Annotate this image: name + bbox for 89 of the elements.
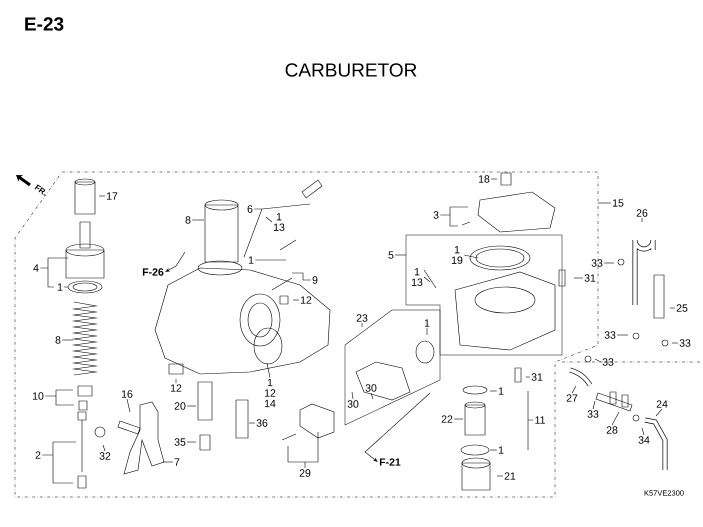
leader-line xyxy=(266,216,272,222)
leader-line xyxy=(490,390,498,392)
callout-number: 12 xyxy=(300,296,312,304)
callout-number: 1 13 xyxy=(412,268,422,286)
leader-line xyxy=(616,334,628,336)
leader-line xyxy=(64,286,68,288)
leader-line xyxy=(526,376,530,378)
callout-number: 1 xyxy=(498,446,504,454)
callout-number: 35 xyxy=(174,438,186,446)
callout-number: 5 xyxy=(388,251,394,259)
leader-line xyxy=(364,392,430,462)
leader-line xyxy=(42,442,76,484)
callout-number: 2 xyxy=(36,451,40,459)
leader-line xyxy=(594,358,602,362)
leader-line xyxy=(244,204,310,258)
callout-number: 27 xyxy=(566,394,578,402)
leader-line xyxy=(592,400,596,410)
leader-line xyxy=(440,206,468,226)
leader-line xyxy=(288,432,318,468)
leader-line xyxy=(266,362,270,378)
callout-number: 12 xyxy=(170,384,182,392)
callout-number: 26 xyxy=(636,209,648,217)
callout-number: 36 xyxy=(256,419,268,427)
callout-number: 23 xyxy=(356,314,368,322)
leader-line xyxy=(672,342,678,344)
callout-number: 29 xyxy=(300,469,310,477)
leader-line xyxy=(424,276,430,282)
callout-number: 20 xyxy=(174,402,186,410)
callout-number: 6 xyxy=(248,205,252,213)
callout-number: F-26 xyxy=(142,268,164,276)
leader-line xyxy=(44,390,74,406)
callout-number: 15 xyxy=(612,199,624,207)
callout-number: 1 xyxy=(424,319,430,327)
callout-number: F-21 xyxy=(380,458,400,466)
callout-number: 21 xyxy=(504,472,516,480)
callout-number: 28 xyxy=(606,426,618,434)
callout-number: 34 xyxy=(638,436,650,444)
leader-line xyxy=(604,262,614,264)
callout-number: 1 xyxy=(498,387,504,395)
callout-number: 32 xyxy=(100,452,110,460)
callout-number: 10 xyxy=(32,392,44,400)
callout-number: 33 xyxy=(592,259,602,267)
leader-line xyxy=(102,444,106,452)
callout-number: 30 xyxy=(366,384,376,392)
direction-label: FR. xyxy=(34,184,46,196)
callout-number: 30 xyxy=(348,400,358,408)
diagram-title: CARBURETOR xyxy=(286,63,416,77)
leader-line xyxy=(426,328,428,336)
leader-line xyxy=(528,390,534,450)
callout-number: 8 xyxy=(56,336,60,344)
callout-number: 8 xyxy=(186,216,190,224)
callout-number: 11 xyxy=(535,416,545,424)
leader-line xyxy=(490,178,498,180)
page-number: E-23 xyxy=(25,17,64,31)
callout-number: 31 xyxy=(532,373,542,381)
callout-number: 24 xyxy=(656,400,668,408)
leader-line xyxy=(656,408,662,416)
callout-number: 25 xyxy=(676,304,688,312)
callout-number: 17 xyxy=(106,192,118,200)
callout-number: 33 xyxy=(588,410,598,418)
callout-number: 4 xyxy=(33,264,39,272)
callout-number: 9 xyxy=(312,276,318,284)
leader-line xyxy=(394,254,406,256)
leader-line xyxy=(352,392,354,400)
leader-line xyxy=(642,428,644,436)
callout-number: 1 xyxy=(248,256,254,264)
callout-number: 33 xyxy=(680,339,690,347)
leader-line xyxy=(598,202,612,204)
leader-line xyxy=(572,386,576,394)
callout-number: 33 xyxy=(604,331,616,339)
leader-line xyxy=(454,418,464,420)
leader-line xyxy=(292,272,312,280)
leader-line xyxy=(248,422,256,424)
callout-number: 7 xyxy=(174,458,180,466)
callout-number: 18 xyxy=(478,175,490,183)
leader-line xyxy=(464,254,478,258)
callout-number: 1 12 14 xyxy=(264,378,276,408)
leader-line xyxy=(126,398,130,412)
callout-number: 16 xyxy=(122,390,132,398)
callout-number: 3 xyxy=(433,211,438,219)
leader-line xyxy=(370,392,374,400)
callout-number: 33 xyxy=(602,358,614,366)
callout-number: 1 19 xyxy=(452,246,462,264)
leader-line xyxy=(612,412,620,426)
callout-number: 31 xyxy=(584,274,596,282)
leader-line xyxy=(40,258,68,288)
callout-number: 1 13 xyxy=(274,213,284,231)
callout-number: 22 xyxy=(442,415,452,423)
callout-number: 1 xyxy=(58,283,62,291)
